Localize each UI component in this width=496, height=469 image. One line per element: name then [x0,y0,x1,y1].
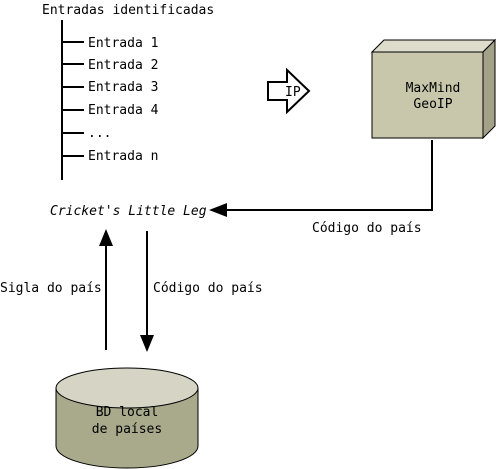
list-item: ... [88,126,111,141]
edge-label-country-code-db: Código do país [153,281,263,296]
geoip-to-app-arrowhead [209,203,227,217]
edge-label-country-sigla: Sigla do país [0,281,102,296]
db-to-app-arrowhead [99,229,113,246]
geoip-box-front [371,51,484,139]
geoip-box-side [482,38,496,140]
database-cylinder-top [55,367,199,409]
database-cylinder-body [55,387,199,469]
geoip-box-label-line2: GeoIP [413,97,452,112]
app-to-db-arrowhead [140,335,154,352]
list-item: Entrada n [88,149,158,164]
list-title: Entradas identificadas [42,3,214,18]
list-item: Entrada 3 [88,80,158,95]
database-label-line1: BD local [96,405,159,420]
database-label-line2: de países [92,422,162,437]
list-item: Entrada 4 [88,103,159,118]
edge-label-country-code-geoip: Código do país [312,221,422,236]
ip-arrow-label: IP [285,85,301,100]
list-item: Entrada 2 [88,58,158,73]
geoip-box-label-line1: MaxMind [406,81,461,96]
ip-arrow-shape [267,67,311,115]
geoip-to-app-connector [225,140,433,211]
list-item: Entrada 1 [88,36,158,51]
geoip-box-top [370,39,496,53]
app-name: Cricket's Little Leg [50,204,207,219]
